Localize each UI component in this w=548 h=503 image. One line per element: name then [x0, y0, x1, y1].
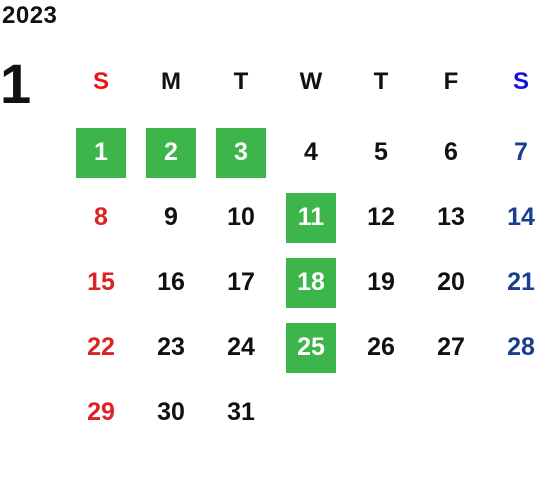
calendar-day-number: 23: [157, 333, 185, 361]
calendar-empty-cell: [346, 380, 416, 445]
calendar-day-number: 16: [157, 268, 185, 296]
calendar-day-cell: 8: [66, 185, 136, 250]
calendar-week-row: 22 23 24 25 26 27 28: [66, 315, 548, 380]
calendar-day-number: 21: [507, 268, 535, 296]
calendar-day-cell: 16: [136, 250, 206, 315]
calendar-day-number: 31: [227, 398, 255, 426]
calendar-week-row: 15 16 17 18 19 20 21: [66, 250, 548, 315]
calendar-day-number: 30: [157, 398, 185, 426]
calendar-week-row: 29 30 31: [66, 380, 548, 445]
calendar-day-number: 9: [164, 203, 178, 231]
calendar-day-cell: 3: [206, 120, 276, 185]
calendar-day-cell: 21: [486, 250, 548, 315]
calendar-day-number: 28: [507, 333, 535, 361]
calendar-day-number: 15: [87, 268, 115, 296]
calendar-day-number: 11: [286, 192, 336, 243]
calendar-day-cell: 2: [136, 120, 206, 185]
calendar-day-number: 25: [286, 322, 336, 373]
calendar-day-cell: 29: [66, 380, 136, 445]
calendar-day-cell: 10: [206, 185, 276, 250]
calendar-day-cell: 25: [276, 315, 346, 380]
calendar-day-number: 14: [507, 203, 535, 231]
weekday-monday: M: [161, 68, 181, 95]
calendar-day-number: 7: [514, 138, 528, 166]
calendar-day-number: 20: [437, 268, 465, 296]
calendar-day-number: 6: [444, 138, 458, 166]
weekday-friday: F: [443, 68, 459, 95]
calendar-day-cell: 17: [206, 250, 276, 315]
calendar-day-cell: 30: [136, 380, 206, 445]
calendar-day-cell: 15: [66, 250, 136, 315]
calendar-day-cell: 23: [136, 315, 206, 380]
calendar-day-cell: 22: [66, 315, 136, 380]
calendar-empty-slot: [496, 388, 546, 438]
weekday-header: S M T W T F S: [66, 62, 548, 102]
weekday-tuesday: T: [233, 68, 249, 95]
calendar-day-number: 4: [304, 138, 318, 166]
calendar-day-number: 5: [374, 138, 388, 166]
calendar-day-cell: 12: [346, 185, 416, 250]
calendar-day-number: 10: [227, 203, 255, 231]
calendar-day-cell: 18: [276, 250, 346, 315]
calendar-day-cell: 1: [66, 120, 136, 185]
weekday-wednesday: W: [299, 68, 323, 95]
weekday-sunday: S: [92, 68, 109, 95]
calendar-day-cell: 4: [276, 120, 346, 185]
calendar-day-cell: 26: [346, 315, 416, 380]
calendar-empty-slot: [356, 388, 406, 438]
calendar-day-number: 13: [437, 203, 465, 231]
weekday-thursday: T: [373, 68, 389, 95]
calendar-day-number: 3: [216, 127, 266, 178]
calendar-day-cell: 7: [486, 120, 548, 185]
calendar-day-number: 24: [227, 333, 255, 361]
calendar-day-number: 2: [146, 127, 196, 178]
calendar-day-number: 27: [437, 333, 465, 361]
calendar-day-cell: 6: [416, 120, 486, 185]
calendar-day-cell: 24: [206, 315, 276, 380]
weekday-saturday: S: [512, 68, 529, 95]
month-number: 1: [0, 52, 32, 115]
calendar-day-cell: 11: [276, 185, 346, 250]
calendar-day-number: 17: [227, 268, 255, 296]
calendar-day-cell: 14: [486, 185, 548, 250]
calendar-day-number: 29: [87, 398, 115, 426]
calendar-day-cell: 5: [346, 120, 416, 185]
calendar-day-number: 8: [94, 203, 108, 231]
calendar-week-row: 8 9 10 11 12 13 14: [66, 185, 548, 250]
calendar-day-number: 12: [367, 203, 395, 231]
calendar-day-cell: 28: [486, 315, 548, 380]
calendar-day-cell: 9: [136, 185, 206, 250]
calendar-day-cell: 13: [416, 185, 486, 250]
calendar-day-cell: 27: [416, 315, 486, 380]
calendar-day-cell: 20: [416, 250, 486, 315]
calendar-empty-cell: [276, 380, 346, 445]
calendar-day-number: 18: [286, 257, 336, 308]
calendar-empty-cell: [416, 380, 486, 445]
calendar-day-number: 1: [76, 127, 126, 178]
calendar-day-cell: 19: [346, 250, 416, 315]
calendar-day-cell: 31: [206, 380, 276, 445]
calendar-day-number: 19: [367, 268, 395, 296]
calendar-day-number: 26: [367, 333, 395, 361]
calendar-empty-slot: [286, 388, 336, 438]
calendar-day-number: 22: [87, 333, 115, 361]
year-label: 2023: [2, 2, 58, 29]
calendar-empty-cell: [486, 380, 548, 445]
calendar-empty-slot: [426, 388, 476, 438]
